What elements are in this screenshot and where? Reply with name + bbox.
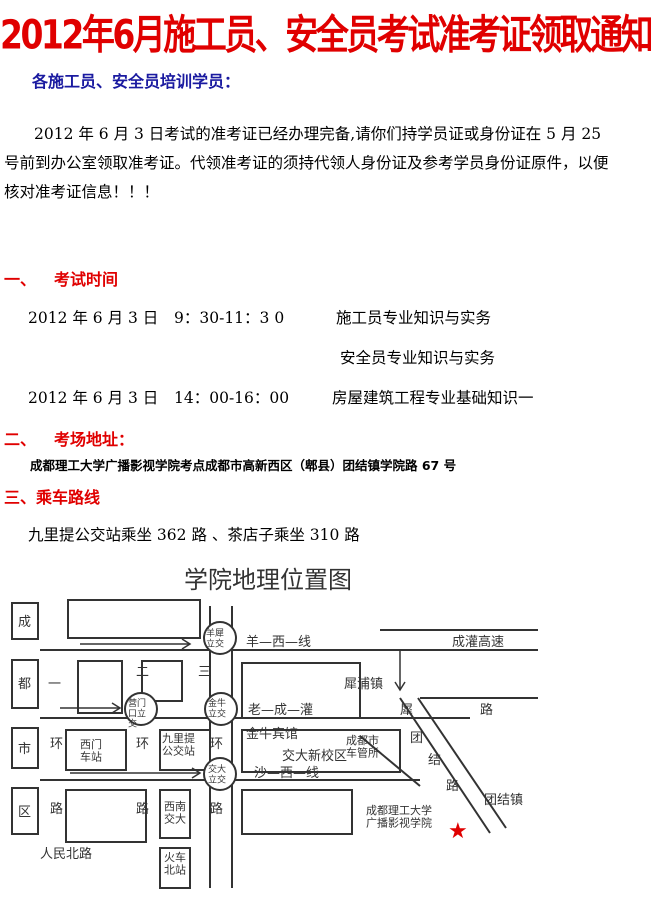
map-label: 成灌高速	[452, 634, 504, 650]
schedule-time: 14：00-16：00	[174, 389, 290, 407]
schedule-time: 9：30-11：3 0	[174, 309, 285, 327]
schedule-row: 2012 年 6 月 3 日	[28, 306, 158, 328]
schedule-date: 2012 年 6 月 3 日	[28, 309, 159, 327]
map-label: 路	[210, 801, 223, 817]
map-label: 环	[210, 737, 223, 752]
map-label: 西南交大	[164, 800, 186, 826]
map-label: 犀浦镇	[344, 677, 383, 692]
school-star-icon: ★	[448, 819, 468, 844]
map-label: 沙—西—线	[254, 766, 319, 781]
map-label: 三	[198, 665, 211, 680]
exam-address: 成都理工大学广播影视学院考点成都市高新西区（郫县）团结镇学院路 67 号	[30, 458, 457, 473]
section-label: 考试时间	[54, 270, 119, 289]
section-number: 二、	[4, 430, 37, 449]
schedule-subject: 安全员专业知识与实务	[340, 349, 496, 367]
schedule-subject: 施工员专业知识与实务	[336, 309, 492, 327]
map-label: 金牛立交	[208, 697, 226, 719]
map-label: 火车北站	[164, 850, 186, 877]
section-label: 乘车路线	[36, 488, 101, 507]
map-label: 二	[136, 665, 149, 680]
map-label: 都	[18, 677, 31, 692]
map-label: 成	[18, 615, 31, 630]
map-label: 市	[18, 741, 31, 757]
map-label: 结	[428, 753, 441, 768]
map-title: 学院地理位置图	[184, 566, 352, 594]
section-exam-place: 二、考场地址：	[4, 426, 134, 450]
map-label: 羊—西—线	[246, 634, 311, 650]
schedule-date: 2012 年 6 月 3 日	[28, 389, 159, 407]
section-number: 三、	[4, 488, 37, 507]
map-label: 营门口立交	[128, 697, 146, 730]
bus-route-text: 九里提公交站乘坐 362 路 、茶店子乘坐 310 路	[28, 526, 360, 544]
map-label: 成都理工大学广播影视学院	[366, 803, 432, 830]
section-number: 一、	[4, 270, 37, 289]
map-label: 团结镇	[484, 793, 523, 808]
section-label: 考场地址：	[54, 430, 135, 449]
map-label: 环	[50, 737, 63, 752]
notice-paragraph-text: 2012 年 6 月 3 日考试的准考证已经办理完备,请你们持学员证或身份证在 …	[4, 125, 609, 201]
map-label: 团	[410, 731, 423, 746]
map-label: 路	[446, 778, 459, 794]
map-label: 羊犀立交	[206, 627, 224, 649]
location-map: 学院地理位置图 成 都 市 区 一 二 三 环 环 环 路 路 路 羊—西—线 …	[11, 566, 538, 889]
addressee: 各施工员、安全员培训学员：	[32, 72, 241, 91]
map-label: 一	[48, 677, 61, 692]
section-exam-time: 一、考试时间	[4, 266, 118, 290]
map-label: 交大立交	[208, 763, 226, 785]
section-bus-route: 三、乘车路线	[4, 484, 100, 508]
map-label: 西门车站	[80, 737, 102, 764]
map-label: 路	[480, 702, 493, 718]
map-label: 犀	[400, 703, 413, 718]
map-label: 九里提公交站	[162, 732, 195, 758]
map-label: 区	[18, 805, 31, 820]
notice-paragraph: 2012 年 6 月 3 日考试的准考证已经办理完备,请你们持学员证或身份证在 …	[4, 120, 616, 207]
map-label: 交大新校区	[282, 748, 347, 764]
map-label: 成都市车管所	[346, 733, 379, 760]
map-label: 老—成—灌	[248, 703, 313, 718]
map-label: 环	[136, 737, 149, 752]
map-label: 路	[50, 801, 63, 817]
page-title: 2012年6月施工员、安全员考试准考证领取通知	[0, 10, 651, 59]
schedule-subject: 房屋建筑工程专业基础知识一	[332, 389, 534, 407]
map-label: 路	[136, 801, 149, 817]
map-label: 人民北路	[40, 846, 92, 862]
map-label: 金牛宾馆	[246, 726, 298, 742]
